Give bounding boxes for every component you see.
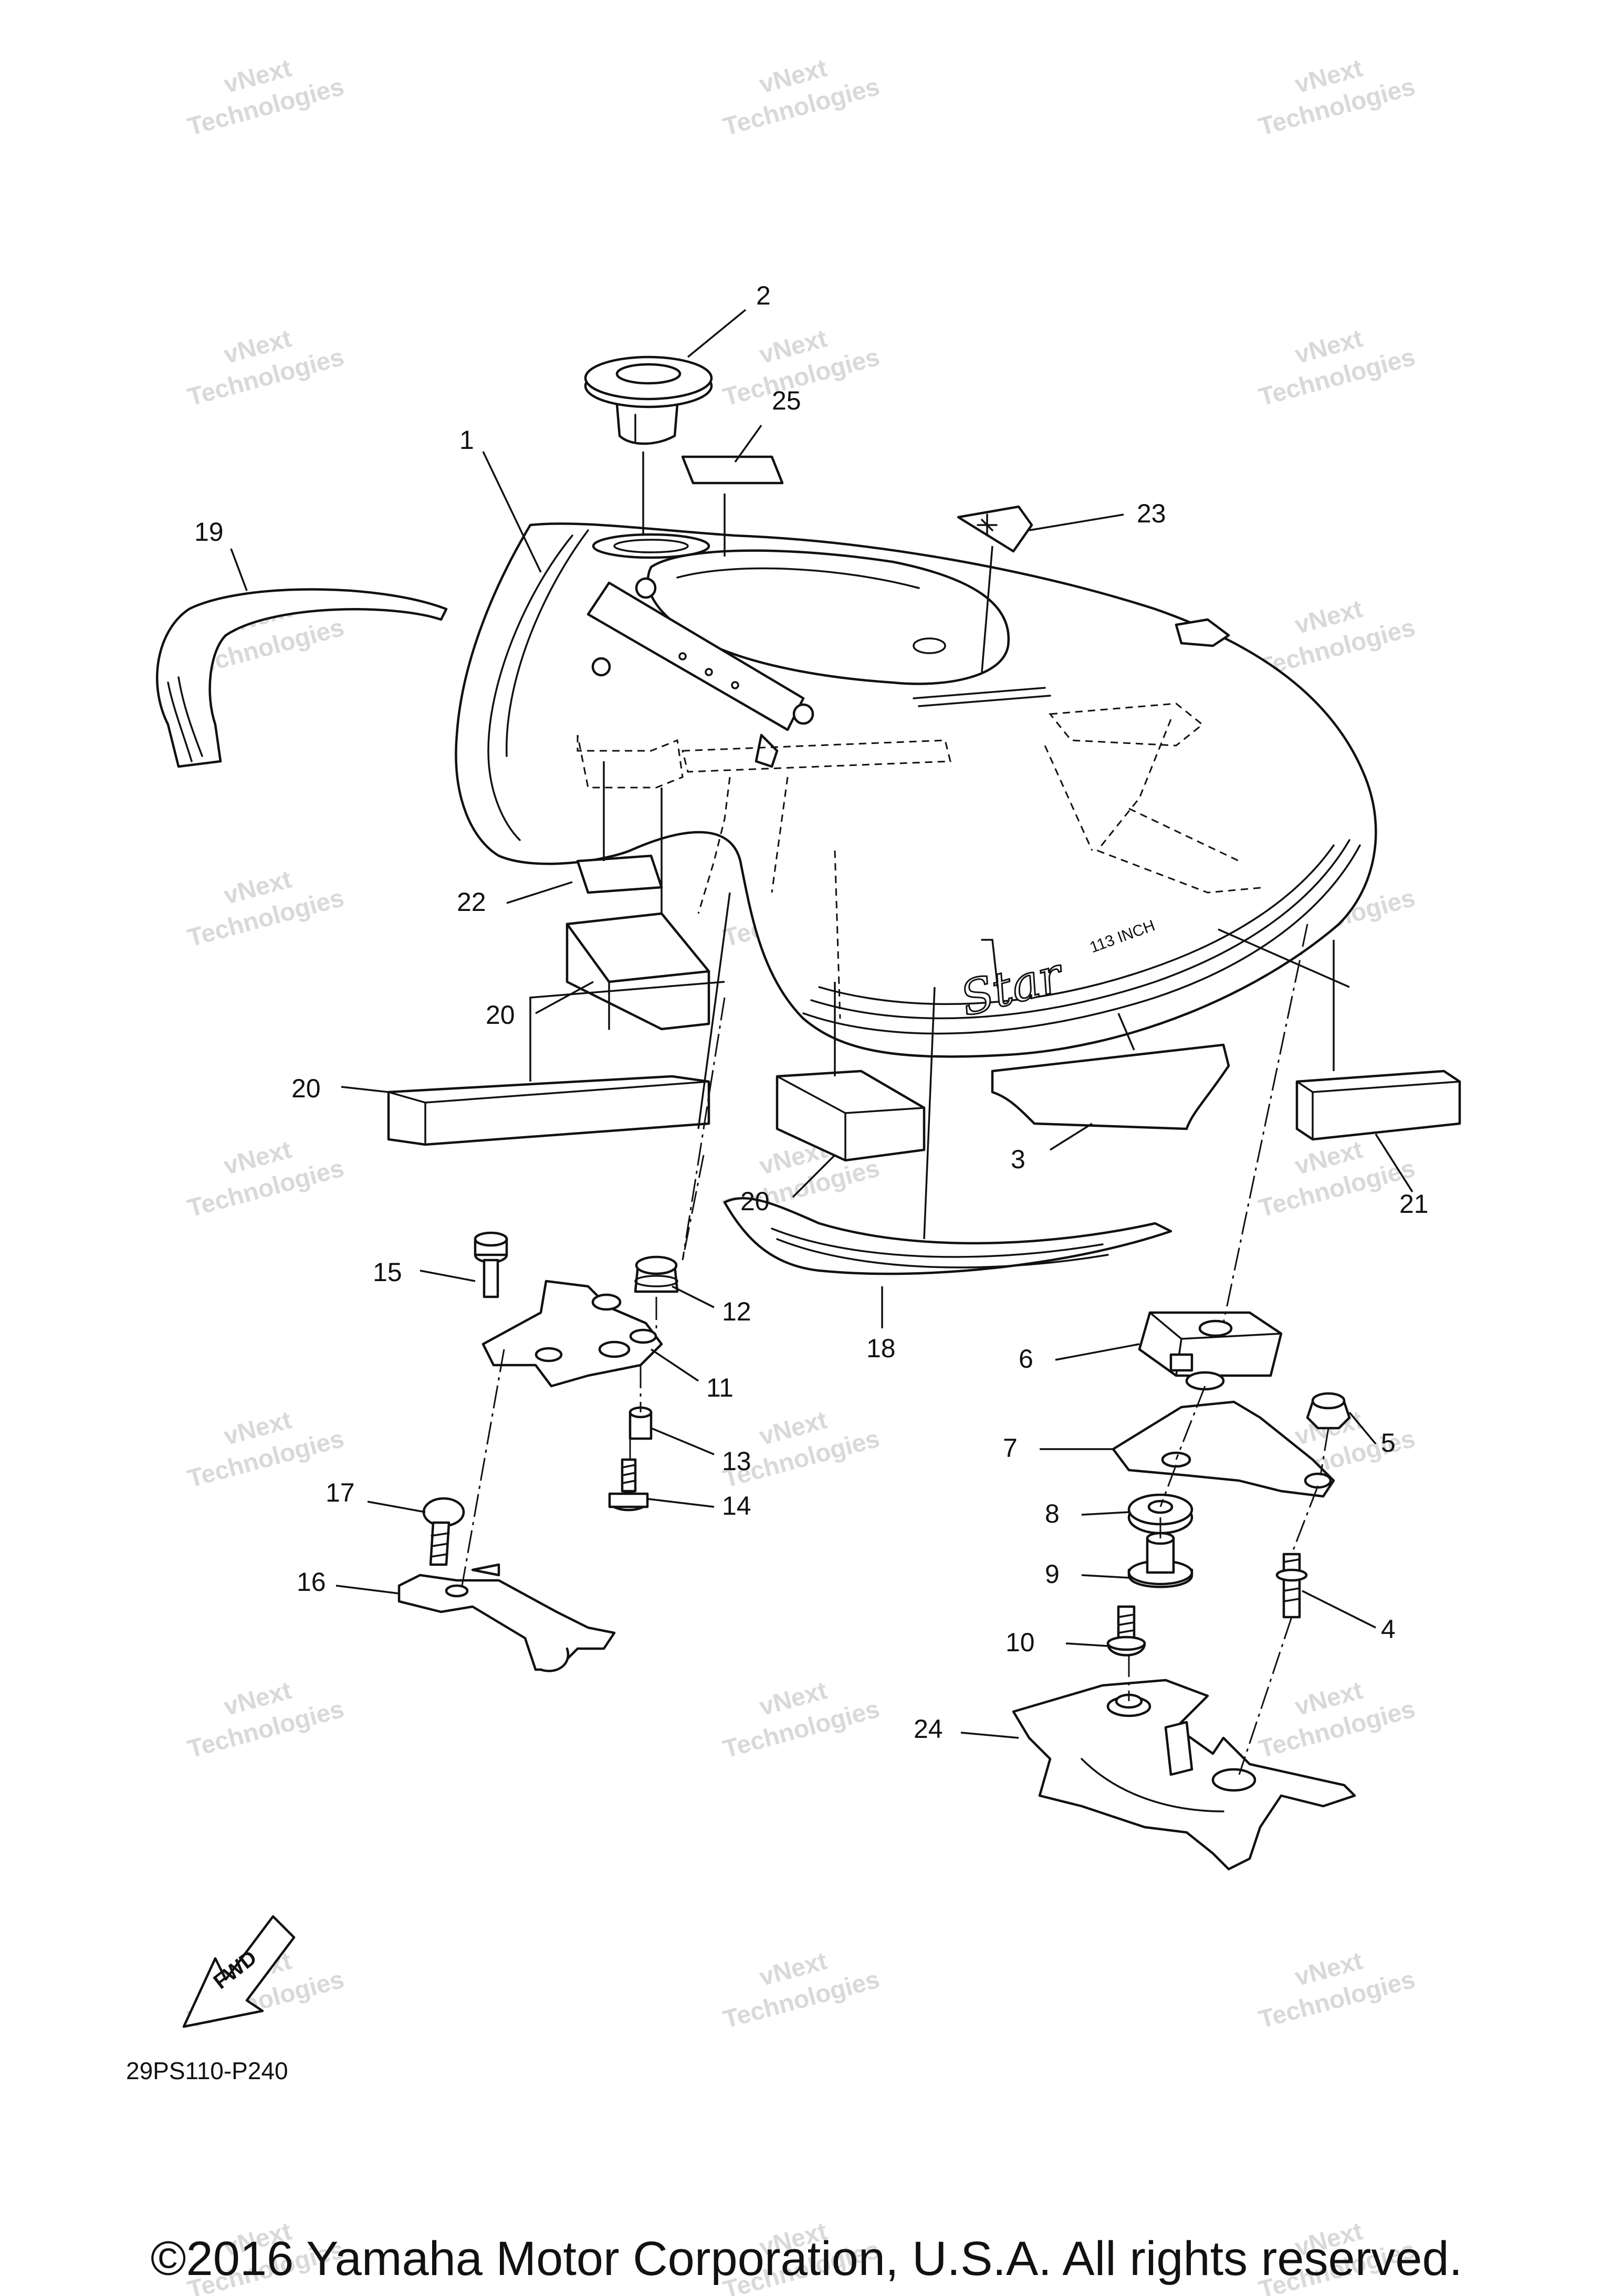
callout-19: 19	[194, 517, 224, 547]
watermark-text: vNextTechnologies	[176, 313, 347, 412]
side-cover-3	[991, 1043, 1230, 1130]
damper-20-lower	[776, 1070, 926, 1162]
watermark-layer: vNextTechnologies vNextTechnologies vNextT…	[176, 43, 1418, 2296]
copyright-notice: ©2016 Yamaha Motor Corporation, U.S.A. A…	[150, 2232, 1463, 2285]
damper-8	[1127, 1493, 1193, 1535]
callout-13: 13	[722, 1446, 751, 1476]
callout-23: 22	[457, 887, 486, 917]
callout-5: 5	[1381, 1428, 1396, 1458]
callout-numbers: 2 25 1 23 19 22 20 20 20 3 21 18 15 12 1…	[194, 281, 1429, 1744]
trim-strip-19	[155, 588, 448, 768]
bracket-11	[481, 1280, 663, 1388]
callout-14: 14	[722, 1491, 751, 1521]
callout-25: 24	[914, 1714, 943, 1744]
callout-18: 18	[866, 1334, 896, 1363]
callout-15: 15	[373, 1257, 402, 1287]
diagram-code: 29PS110-P240	[126, 2057, 288, 2084]
callout-21: 20	[291, 1074, 321, 1103]
watermark-text: vNextTechnologies	[1248, 1124, 1418, 1223]
callout-9: 9	[1045, 1559, 1060, 1589]
bracket-7	[1112, 1400, 1335, 1498]
callout-11: 11	[706, 1373, 734, 1402]
callout-12: 12	[722, 1297, 751, 1326]
damper-20-upper	[565, 912, 710, 1031]
label-26	[681, 455, 784, 485]
callout-4: 4	[1381, 1614, 1396, 1644]
callout-20-lower: 20	[740, 1187, 770, 1216]
callout-22: 21	[1399, 1189, 1429, 1219]
callout-6: 6	[1019, 1344, 1033, 1374]
nut-5	[1306, 1392, 1351, 1430]
bracket-25	[1012, 1679, 1356, 1871]
bracket-16	[397, 1563, 616, 1672]
callout-2: 2	[756, 281, 771, 310]
bolt-15	[474, 1231, 508, 1298]
damper-22	[1295, 1070, 1461, 1141]
damper-21	[387, 1075, 710, 1146]
watermark-text: vNextTechnologies	[1248, 1935, 1418, 2034]
watermark-text: vNextTechnologies	[176, 854, 347, 952]
callout-16: 16	[297, 1567, 326, 1597]
callout-leaders	[230, 309, 1413, 1739]
watermark-text: vNextTechnologies	[712, 1935, 883, 2034]
callout-7: 7	[1003, 1433, 1018, 1463]
screw-17	[422, 1497, 465, 1566]
callout-24: 23	[1137, 499, 1166, 528]
watermark-text: vNextTechnologies	[176, 1124, 347, 1223]
rubber-block-6	[1138, 1311, 1283, 1391]
callout-3: 3	[1011, 1145, 1025, 1174]
callout-1: 1	[459, 425, 474, 455]
callout-10: 10	[1005, 1628, 1035, 1657]
watermark-text: vNextTechnologies	[176, 1665, 347, 1764]
collar-9	[1127, 1532, 1193, 1588]
watermark-text: vNextTechnologies	[1248, 1665, 1418, 1764]
watermark-text: vNextTechnologies	[1248, 313, 1418, 412]
collar-13	[629, 1406, 653, 1440]
callout-8: 8	[1045, 1499, 1060, 1528]
callout-17: 17	[326, 1478, 355, 1507]
bolt-14	[608, 1458, 649, 1512]
grommet-12	[634, 1255, 679, 1293]
callout-26: 25	[772, 386, 801, 415]
fuel-tank: 113 INCH Star	[455, 522, 1377, 1058]
assembly-lines	[461, 452, 1350, 1775]
hidden-lines	[577, 703, 1266, 1019]
emblem-24	[957, 505, 1033, 553]
watermark-text: vNextTechnologies	[176, 43, 347, 141]
watermark-text: vNextTechnologies	[1248, 43, 1418, 141]
watermark-text: vNextTechnologies	[712, 1665, 883, 1764]
bolt-10	[1106, 1605, 1146, 1657]
trim-strip-18	[723, 1197, 1172, 1275]
fuel-cap	[584, 355, 713, 445]
stud-4	[1275, 1553, 1308, 1619]
watermark-text: vNextTechnologies	[176, 1395, 347, 1493]
watermark-text: vNextTechnologies	[712, 1395, 883, 1493]
damper-23	[576, 854, 663, 894]
watermark-text: vNextTechnologies	[712, 43, 883, 141]
callout-20-upper: 20	[486, 1000, 515, 1030]
